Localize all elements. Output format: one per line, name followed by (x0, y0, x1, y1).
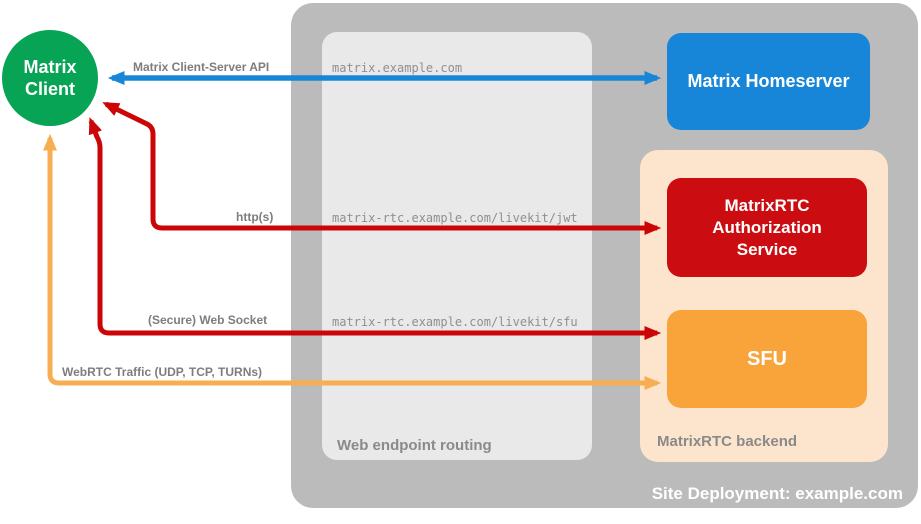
node-matrixrtc-authorization-service-label: MatrixRTC Authorization Service (712, 195, 822, 259)
edge-label-web-socket: (Secure) Web Socket (148, 313, 268, 327)
edge-label-webrtc-traffic: WebRTC Traffic (UDP, TCP, TURNs) (62, 365, 263, 379)
caption-web-endpoint-routing: Web endpoint routing (337, 437, 492, 454)
node-matrix-homeserver: Matrix Homeserver (667, 33, 870, 130)
caption-site-deployment: Site Deployment: example.com (651, 484, 903, 503)
edge-label-https: http(s) (236, 210, 274, 224)
node-matrix-client: Matrix Client (2, 30, 98, 126)
node-matrix-homeserver-label: Matrix Homeserver (687, 71, 850, 91)
node-sfu-label: SFU (747, 347, 787, 370)
endpoint-livekit-jwt: matrix-rtc.example.com/livekit/jwt (332, 211, 578, 225)
node-matrixrtc-authorization-service: MatrixRTC Authorization Service (667, 178, 867, 277)
endpoint-matrix-example-com: matrix.example.com (332, 61, 463, 75)
node-matrix-client-label: Matrix Client (23, 57, 77, 99)
endpoint-livekit-sfu: matrix-rtc.example.com/livekit/sfu (332, 315, 578, 329)
web-endpoint-routing-box (322, 32, 592, 460)
edge-label-client-server-api: Matrix Client-Server API (133, 60, 270, 74)
caption-matrixrtc-backend: MatrixRTC backend (657, 433, 798, 450)
node-sfu: SFU (667, 310, 867, 408)
